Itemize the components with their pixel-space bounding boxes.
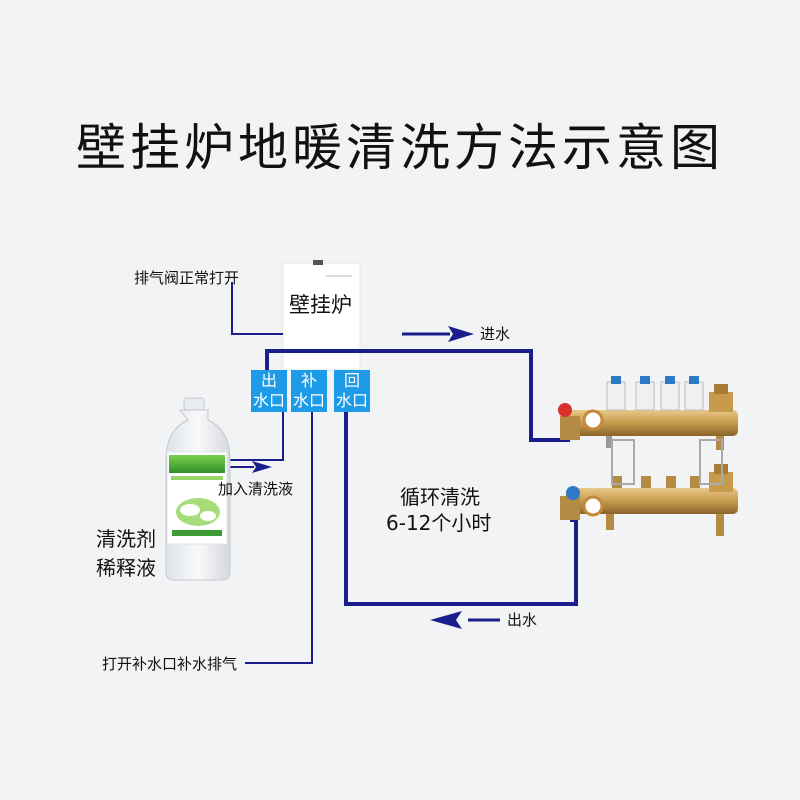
return-port-line1: 回 [343,371,360,390]
return-port: 回 水口 [334,370,370,412]
vent-lead-line [231,282,283,335]
vent-valve-label: 排气阀正常打开 [134,269,240,287]
lead-lines [225,282,313,664]
cycle-label-line1: 循环清洗 [400,485,480,509]
boiler-label: 壁挂炉 [289,293,352,317]
water-in-label: 进水 [480,325,511,343]
refill-port: 补 水口 [291,370,327,412]
water-out-arrow [430,611,500,629]
outlet-port-line2: 水口 [252,391,285,410]
cleaner-label-line1: 清洗剂 [96,527,156,551]
cleaner-label-line2: 稀释液 [96,556,156,580]
supply-manifold [558,376,738,450]
supply-pipe [265,349,570,442]
cleaner-arrow [224,461,272,473]
refill-port-line2: 水口 [292,391,325,410]
upper-valves [606,376,704,411]
add-cleaner-label: 加入清洗液 [218,480,294,498]
supply-lead-line [225,412,284,461]
outlet-port: 出 水口 [251,370,287,412]
water-out-label: 出水 [507,611,538,629]
outlet-port-line1: 出 [260,371,277,390]
return-manifold [560,439,738,536]
refill-label: 打开补水口补水排气 [102,655,238,673]
refill-port-line1: 补 [300,371,317,390]
cleaner-bottle [165,397,231,581]
water-in-arrow [402,326,474,342]
lower-valves [612,476,700,488]
refill-lead-line [245,412,313,664]
return-port-line2: 水口 [335,391,368,410]
page-title: 壁挂炉地暖清洗方法示意图 [76,119,724,177]
cycle-label-line2: 6-12个小时 [386,511,492,535]
